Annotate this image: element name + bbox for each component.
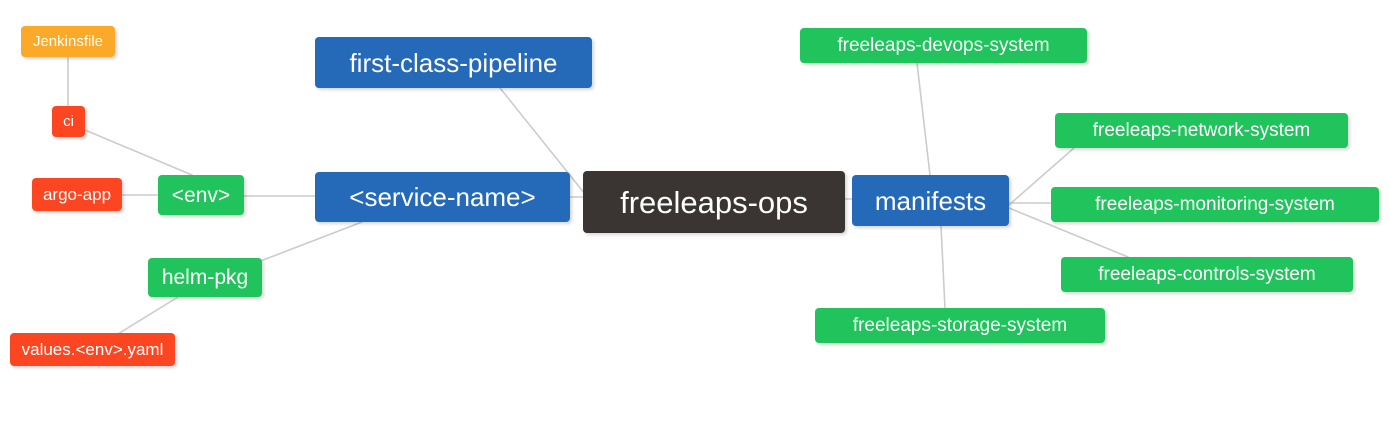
mindmap-node-freeleaps-devops-system[interactable]: freeleaps-devops-system — [800, 28, 1087, 63]
mindmap-node-ci[interactable]: ci — [52, 106, 85, 137]
edge-manifests-to-freeleaps-storage-system — [940, 225, 946, 309]
mindmap-node-label: first-class-pipeline — [349, 47, 558, 78]
mindmap-node-freeleaps-monitoring-system[interactable]: freeleaps-monitoring-system — [1051, 187, 1379, 222]
mindmap-node-helm-pkg[interactable]: helm-pkg — [148, 258, 262, 297]
mindmap-node-freeleaps-storage-system[interactable]: freeleaps-storage-system — [815, 308, 1105, 343]
mindmap-node-freeleaps-controls-system[interactable]: freeleaps-controls-system — [1061, 257, 1353, 292]
mindmap-node-freeleaps-network-system[interactable]: freeleaps-network-system — [1055, 113, 1348, 148]
mindmap-node-argo-app[interactable]: argo-app — [32, 178, 122, 211]
mindmap-node-first-class-pipeline[interactable]: first-class-pipeline — [315, 37, 592, 88]
mindmap-node-label: freeleaps-devops-system — [837, 35, 1050, 56]
mindmap-node-values-env-yaml[interactable]: values.<env>.yaml — [10, 333, 175, 366]
edge-env-to-ci — [84, 129, 193, 176]
mindmap-node-jenkinsfile[interactable]: Jenkinsfile — [21, 26, 115, 57]
edge-helm-pkg-to-values-env-yaml — [117, 296, 179, 335]
mindmap-node-env[interactable]: <env> — [158, 175, 244, 215]
edge-manifests-to-freeleaps-devops-system — [916, 62, 931, 176]
mindmap-node-label: argo-app — [42, 185, 112, 204]
mindmap-node-label: freeleaps-monitoring-system — [1095, 194, 1335, 215]
mindmap-node-manifests[interactable]: manifests — [852, 175, 1009, 226]
mindmap-node-label: ci — [63, 113, 74, 130]
mindmap-node-label: Jenkinsfile — [32, 33, 104, 50]
mindmap-node-label: <service-name> — [349, 182, 536, 212]
mindmap-node-label: freeleaps-storage-system — [852, 315, 1068, 336]
mindmap-node-label: freeleaps-ops — [620, 184, 808, 220]
edge-service-name-to-helm-pkg — [257, 221, 363, 263]
mindmap-node-label: manifests — [874, 185, 987, 216]
mindmap-node-label: freeleaps-controls-system — [1098, 264, 1316, 285]
mindmap-node-label: <env> — [171, 183, 231, 207]
mindmap-node-label: freeleaps-network-system — [1092, 120, 1311, 141]
mindmap-node-service-name[interactable]: <service-name> — [315, 172, 570, 222]
mindmap-node-label: helm-pkg — [161, 266, 249, 289]
mindmap-node-freeleaps-ops[interactable]: freeleaps-ops — [583, 171, 845, 233]
mindmap-node-label: values.<env>.yaml — [21, 340, 164, 359]
